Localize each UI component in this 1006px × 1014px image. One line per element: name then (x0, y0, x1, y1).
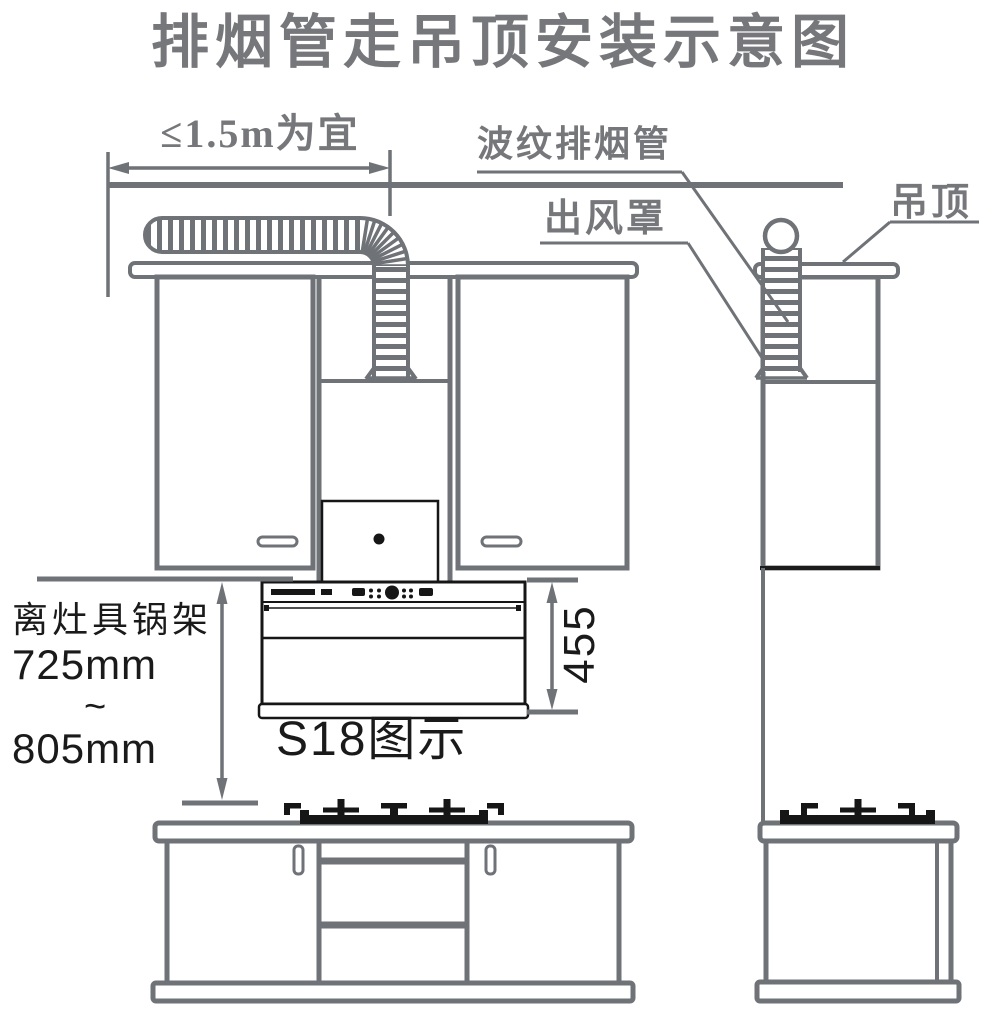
plinth-side (754, 979, 962, 1004)
corrugated-duct-label: 波纹排烟管 (477, 124, 673, 164)
model-caption: S18图示 (276, 713, 468, 766)
air-outlet-cover-leader (540, 241, 766, 362)
callout-leaders (477, 170, 979, 362)
diagram-title: 排烟管走吊顶安装示意图 (150, 10, 855, 75)
lamp-dot (373, 533, 385, 545)
corrugated-duct-side (754, 217, 809, 380)
wall-cabinet-left (154, 274, 316, 571)
hood-brand-logo (271, 589, 332, 595)
range-hood-body (257, 580, 530, 720)
suspended-ceiling-leader (842, 220, 979, 264)
clearance-caption: 离灶具锅架 (12, 600, 213, 640)
base-handle-left (292, 844, 305, 876)
corrugated-duct-leader (477, 170, 790, 323)
suspended-ceiling-label: 吊顶 (890, 182, 973, 224)
base-cabinet-front (150, 820, 636, 1004)
hood-height-label: 455 (555, 604, 604, 684)
side-view (753, 217, 962, 1004)
clearance-label-block: 离灶具锅架 725mm ~ 805mm (12, 602, 212, 770)
duct-length-dimension (106, 150, 392, 297)
plinth-front (150, 980, 636, 1004)
corrugated-duct-front (143, 216, 418, 381)
base-cabinet-side (754, 820, 962, 1004)
gas-cooktop-side (780, 799, 935, 824)
hood-control-icons (352, 585, 433, 600)
power-button-icon (385, 585, 399, 600)
countertop-side (757, 820, 960, 844)
clearance-dimension (37, 576, 293, 806)
wall-cabinets-front (154, 274, 630, 582)
hood-chimney-panel (320, 499, 440, 584)
air-outlet-cover-label: 出风罩 (544, 198, 668, 240)
wall-cabinet-right (455, 274, 630, 571)
clearance-max: 805mm (12, 725, 158, 772)
clearance-min: 725mm (12, 641, 158, 688)
hood-height-dimension (527, 577, 578, 715)
countertop-front (152, 820, 635, 844)
gas-cooktop-front (284, 799, 504, 824)
cabinet-handle-right (480, 535, 523, 548)
duct-length-label: ≤1.5m为宜 (160, 111, 360, 156)
duct-end-circle (762, 217, 800, 255)
cabinet-handle-left (256, 535, 299, 548)
clearance-tilde: ~ (84, 686, 107, 728)
base-handle-right (484, 844, 497, 876)
